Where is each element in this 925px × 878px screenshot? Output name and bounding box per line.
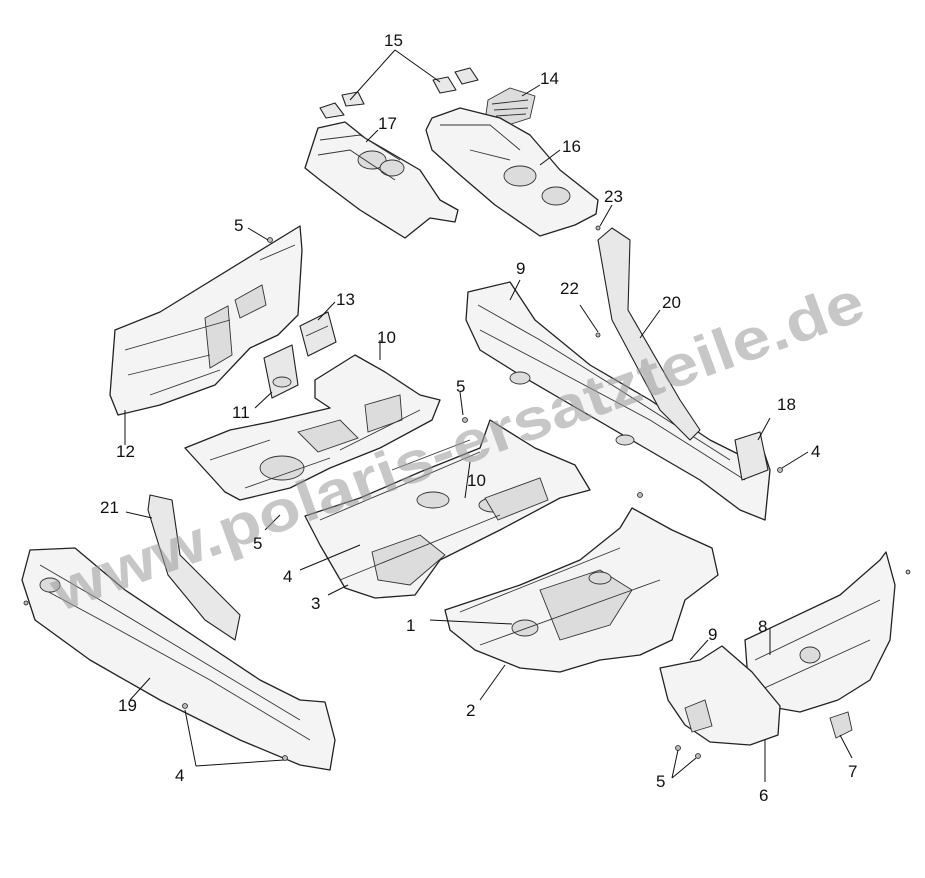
callout-5-d: 5 <box>656 772 665 791</box>
part-10-tray-upper <box>184 354 441 501</box>
part-12-dash-panel <box>109 225 303 416</box>
callout-13: 13 <box>336 290 355 309</box>
callout-2: 2 <box>466 701 475 720</box>
callout-5-a: 5 <box>234 216 243 235</box>
part-18-bracket <box>734 431 769 481</box>
callout-22: 22 <box>560 279 579 298</box>
part-16-console-right <box>425 107 599 237</box>
callout-labels: 15 14 17 16 23 5 9 22 13 20 10 5 18 11 1… <box>100 31 857 805</box>
part-17-console-left <box>304 121 459 239</box>
callout-23: 23 <box>604 187 623 206</box>
fasteners <box>23 225 911 761</box>
leader-lines <box>124 49 853 782</box>
part-19-rocker-left <box>21 547 336 771</box>
part-7-grommet <box>829 711 853 739</box>
callout-7: 7 <box>848 762 857 781</box>
callout-18: 18 <box>777 395 796 414</box>
part-15-caps <box>319 67 479 119</box>
callout-19: 19 <box>118 696 137 715</box>
callout-10-b: 10 <box>467 471 486 490</box>
part-13-cover <box>299 311 337 357</box>
callout-11: 11 <box>232 403 250 422</box>
callout-10-a: 10 <box>377 328 396 347</box>
callout-4-b: 4 <box>283 567 292 586</box>
callout-4-a: 4 <box>811 442 820 461</box>
callout-8: 8 <box>758 617 767 636</box>
part-8-bulkhead <box>744 551 896 713</box>
part-2-floor-front <box>444 507 719 673</box>
part-21-pillar-left <box>147 494 241 641</box>
callout-5-c: 5 <box>253 534 262 553</box>
callout-9-b: 9 <box>708 625 717 644</box>
callout-6: 6 <box>759 786 768 805</box>
callout-21: 21 <box>100 498 119 517</box>
callout-9-a: 9 <box>516 259 525 278</box>
callout-12: 12 <box>116 442 135 461</box>
callout-14: 14 <box>540 69 559 88</box>
callout-20: 20 <box>662 293 681 312</box>
callout-15: 15 <box>384 31 403 50</box>
callout-1: 1 <box>406 616 415 635</box>
callout-17: 17 <box>378 114 397 133</box>
part-6-floor-rear <box>659 645 781 746</box>
part-3-floor-middle <box>304 419 591 599</box>
callout-4-c: 4 <box>175 766 184 785</box>
callout-3: 3 <box>311 594 320 613</box>
part-20-pillar-right <box>597 227 701 441</box>
part-11-plate <box>263 344 299 399</box>
callout-16: 16 <box>562 137 581 156</box>
callout-5-b: 5 <box>456 377 465 396</box>
